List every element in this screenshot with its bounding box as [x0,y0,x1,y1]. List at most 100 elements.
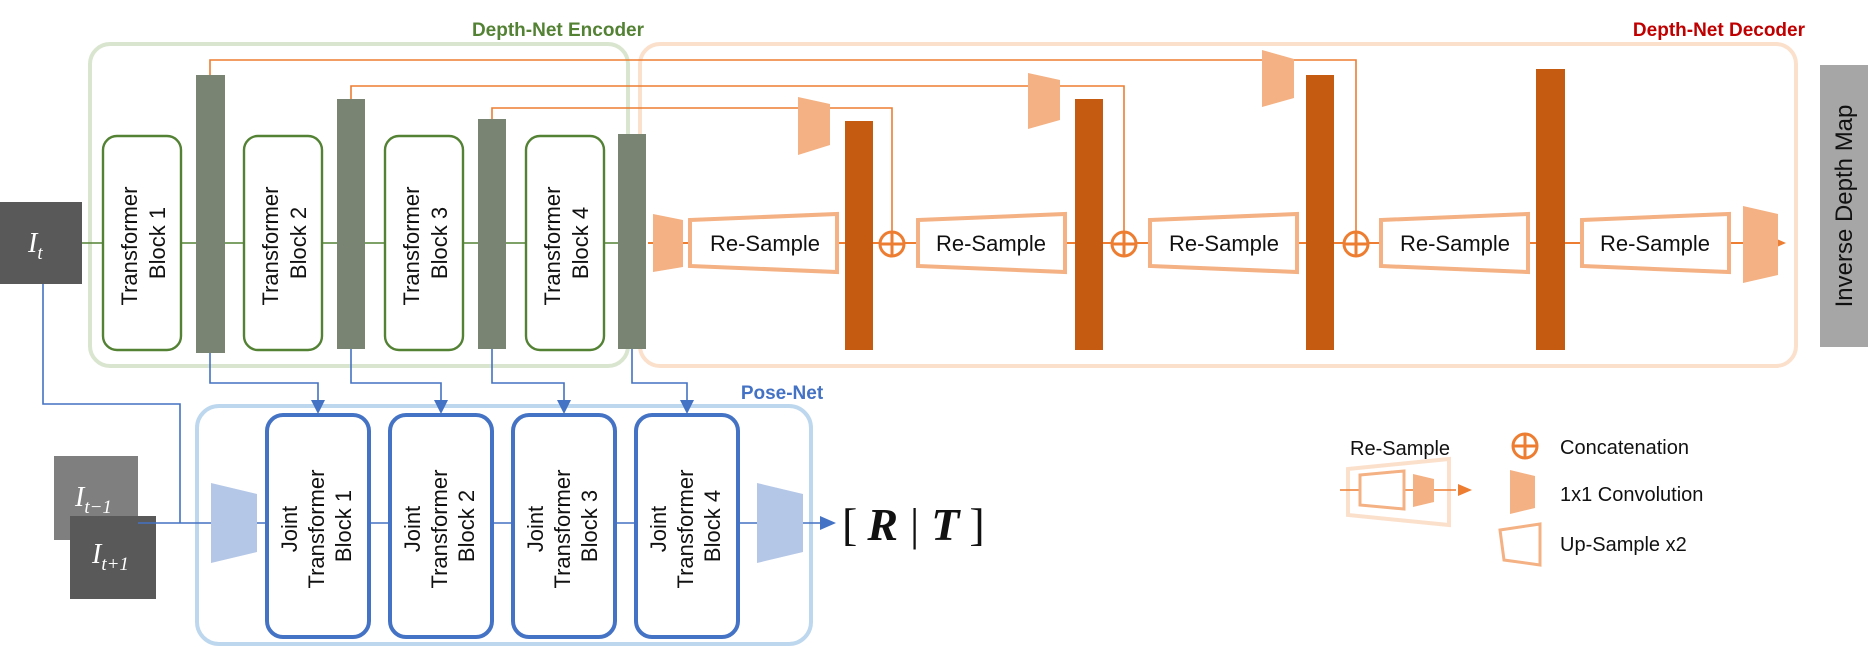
input-t-to-pose-line [42,284,181,523]
decoder-feature-4 [1536,69,1565,350]
decoder-title: Depth-Net Decoder [1633,20,1806,41]
encoder-block-4-label-2: Block 4 [568,207,593,279]
svg-text:Transformer Block 2: Transformer Block 2 [258,180,311,305]
enc-to-pose-arrow-4 [680,400,694,414]
decoder-group [638,42,1798,368]
input-image-t-plus-1 [70,516,156,599]
encoder-block-3-label-2: Block 3 [427,207,452,279]
encoder-block-4-label-1: Transformer [540,187,565,306]
legend: Re-Sample Concatenation 1x1 Convolution … [1340,432,1703,567]
pose-block-4-label-2: Transformer [673,470,698,589]
skip-conv-2 [1028,73,1060,129]
enc-to-pose-arrow-3 [557,400,571,414]
skip-line-3 [491,107,893,243]
resample-4-label: Re-Sample [1400,231,1510,256]
skip-conv-1 [1262,50,1294,107]
concat-icon-3 [1342,230,1370,258]
concat-icon-1 [878,230,906,258]
decoder-feature-2 [1075,99,1103,350]
resample-1-label: Re-Sample [710,231,820,256]
posenet-group [195,404,813,646]
output-inverse-depth-map [1820,65,1868,347]
svg-text:Joint Transformer: Joint Transformer Block 1 [277,463,356,588]
input-image-t [0,202,82,284]
skip-line-1 [209,59,1357,243]
enc-to-pose-arrow-2 [434,400,448,414]
pose-output: [R|T] [842,499,985,550]
pose-block-2: Joint Transformer Block 2 [388,413,494,639]
encoder-block-1-label-1: Transformer [117,187,142,306]
encoder-block-2-label-1: Transformer [258,187,283,306]
encoder-block-2: Transformer Block 2 [242,134,324,352]
pose-block-1-label-1: Joint [277,506,302,552]
legend-concat-label: Concatenation [1560,437,1689,459]
enc-to-pose-arrow-1 [311,400,325,414]
legend-resample-upsample [1358,469,1406,511]
resample-2: Re-Sample [916,211,1067,275]
concat-icon-2 [1110,230,1138,258]
encoder-title: Depth-Net Encoder [472,20,645,41]
legend-concat-icon [1511,432,1539,460]
encoder-block-4: Transformer Block 4 [524,134,606,352]
resample-2-label: Re-Sample [936,231,1046,256]
resample-4: Re-Sample [1379,211,1530,275]
enc-to-pose-line-4 [631,349,688,406]
legend-upsample-label: Up-Sample x2 [1560,534,1687,556]
skip-line-2 [350,85,1125,243]
legend-resample-frame [1346,456,1451,528]
pose-block-4-label-1: Joint [646,506,671,552]
legend-conv-icon [1510,470,1535,514]
svg-text:Transformer Block 1: Transformer Block 1 [117,180,170,305]
enc-to-pose-line-3 [491,349,565,406]
resample-5: Re-Sample [1580,211,1731,275]
posenet-input-trapezoid [211,483,257,563]
input-image-t-plus-1-label: It+1 [91,539,129,575]
svg-text:Transformer Block 3: Transformer Block 3 [399,180,452,305]
svg-text:Joint Transformer: Joint Transformer Block 3 [523,463,602,588]
decoder-conv-output [1743,206,1778,283]
encoder-block-1: Transformer Block 1 [101,134,183,352]
encoder-block-1-label-2: Block 1 [145,207,170,279]
posenet-output-arrowhead [820,516,836,530]
decoder-feature-1 [845,121,873,350]
encoder-block-2-label-2: Block 2 [286,207,311,279]
resample-1: Re-Sample [688,211,839,275]
encoder-feature-4 [618,134,646,349]
pose-block-3-label-1: Joint [523,506,548,552]
enc-to-pose-line-1 [209,353,319,406]
legend-resample-label: Re-Sample [1350,438,1450,460]
encoder-block-3: Transformer Block 3 [383,134,465,352]
resample-3-label: Re-Sample [1169,231,1279,256]
posenet-output-trapezoid [757,483,803,563]
pose-block-3-label-3: Block 3 [577,490,602,562]
input-image-t-label: It [27,228,43,264]
pose-block-1-label-2: Transformer [304,470,329,589]
enc-to-pose-line-2 [350,349,442,406]
svg-text:Transformer Block 4: Transformer Block 4 [540,180,593,305]
encoder-feature-3 [478,119,506,349]
svg-text:Joint Transformer: Joint Transformer Block 4 [646,463,725,588]
legend-upsample-icon [1498,522,1542,567]
svg-text:Joint Transformer: Joint Transformer Block 2 [400,463,479,588]
legend-conv-label: 1x1 Convolution [1560,484,1703,506]
pose-block-2-label-1: Joint [400,506,425,552]
output-label: Inverse Depth Map [1831,105,1858,308]
pose-block-3-label-2: Transformer [550,470,575,589]
pose-block-4: Joint Transformer Block 4 [634,413,740,639]
encoder-block-3-label-1: Transformer [399,187,424,306]
pose-block-2-label-2: Transformer [427,470,452,589]
encoder-feature-1 [196,75,225,353]
pose-block-4-label-3: Block 4 [700,490,725,562]
resample-3: Re-Sample [1148,211,1299,275]
encoder-feature-2 [337,99,365,349]
pose-block-1: Joint Transformer Block 1 [265,413,371,639]
skip-conv-3 [798,97,830,155]
input-image-t-minus-1-label: It−1 [74,482,112,518]
pose-block-3: Joint Transformer Block 3 [511,413,617,639]
resample-5-label: Re-Sample [1600,231,1710,256]
legend-resample-arrowhead [1458,484,1472,496]
decoder-feature-3 [1306,75,1334,350]
pose-block-2-label-3: Block 2 [454,490,479,562]
